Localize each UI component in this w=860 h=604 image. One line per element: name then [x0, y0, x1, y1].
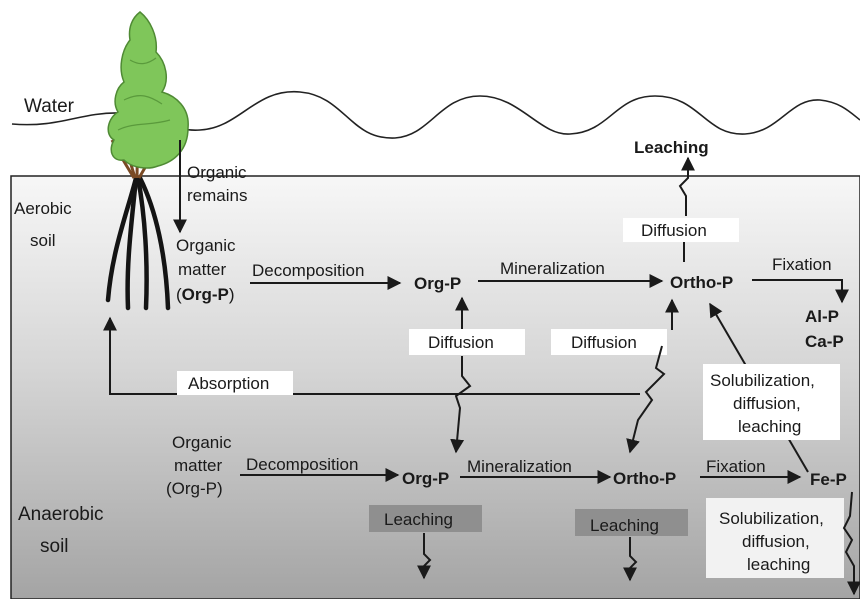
anaerobic-label-line1: Anaerobic: [18, 504, 104, 525]
al-p-label: Al-P: [805, 307, 839, 326]
anaerobic-organic-matter-line1: Organic: [172, 433, 232, 452]
anaerobic-label-line2: soil: [40, 536, 69, 557]
anaerobic-organic-matter-line2: matter: [174, 456, 223, 475]
diffusion-left-label: Diffusion: [428, 333, 494, 352]
tree-foliage: [108, 12, 188, 168]
anaerobic-organic-matter-line3: (Org-P): [166, 479, 223, 498]
aerobic-label-line1: Aerobic: [14, 199, 72, 218]
leaching-label-1: Leaching: [384, 510, 453, 529]
water-label: Water: [24, 96, 75, 117]
absorption-label: Absorption: [188, 374, 269, 393]
fe-p-label: Fe-P: [810, 470, 847, 489]
solubilization-upper-line2: diffusion,: [733, 394, 801, 413]
anaerobic-decomposition-label: Decomposition: [246, 455, 358, 474]
aerobic-label-line2: soil: [30, 231, 56, 250]
ca-p-label: Ca-P: [805, 332, 844, 351]
aerobic-mineralization-label: Mineralization: [500, 259, 605, 278]
aerobic-organic-matter-line3: (Org-P): [176, 285, 235, 304]
anaerobic-org-p: Org-P: [402, 469, 449, 488]
aerobic-organic-matter-line1: Organic: [176, 236, 236, 255]
diffusion-up-label: Diffusion: [641, 221, 707, 240]
solubilization-upper-line3: leaching: [738, 417, 801, 436]
paren-close: ): [229, 285, 235, 304]
solubilization-lower-line1: Solubilization,: [719, 509, 824, 528]
anaerobic-ortho-p: Ortho-P: [613, 469, 676, 488]
solubilization-lower-line2: diffusion,: [742, 532, 810, 551]
aerobic-fixation-label: Fixation: [772, 255, 832, 274]
organic-remains-line1: Organic: [187, 163, 247, 182]
organic-remains-line2: remains: [187, 186, 247, 205]
aerobic-ortho-p: Ortho-P: [670, 273, 733, 292]
anaerobic-fixation-label: Fixation: [706, 457, 766, 476]
diffusion-right-label: Diffusion: [571, 333, 637, 352]
leaching-top-label: Leaching: [634, 138, 709, 157]
aerobic-organic-matter-line2: matter: [178, 260, 227, 279]
solubilization-upper-line1: Solubilization,: [710, 371, 815, 390]
org-p-bold: Org-P: [182, 285, 229, 304]
leaching-label-2: Leaching: [590, 516, 659, 535]
anaerobic-mineralization-label: Mineralization: [467, 457, 572, 476]
aerobic-org-p: Org-P: [414, 274, 461, 293]
aerobic-decomposition-label: Decomposition: [252, 261, 364, 280]
solubilization-lower-line3: leaching: [747, 555, 810, 574]
